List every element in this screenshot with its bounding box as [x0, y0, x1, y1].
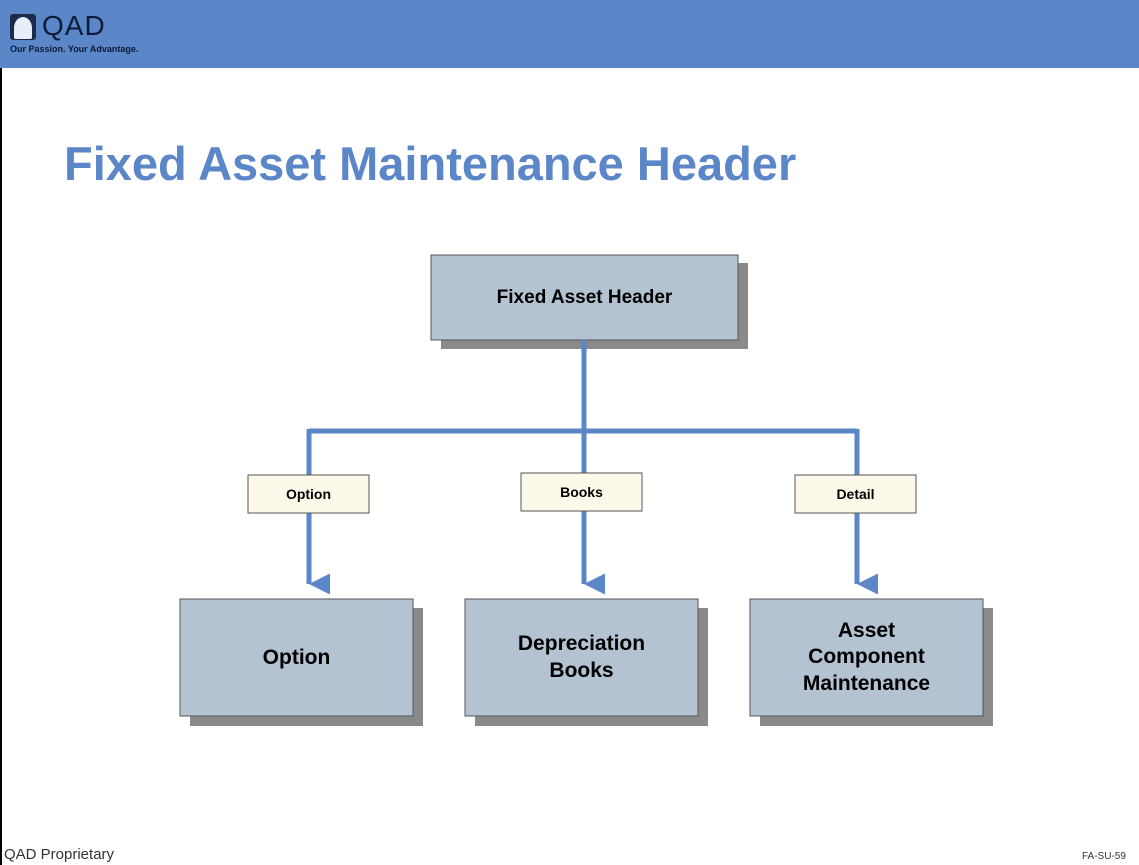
target-label-detail: Asset Component Maintenance — [802, 619, 931, 695]
connector-label-detail: Detail — [836, 486, 875, 502]
target-label-books: Depreciation Books — [517, 632, 646, 682]
target-label-option: Option — [262, 645, 331, 669]
tag-books-box — [520, 472, 643, 512]
connector-label-books: Books — [560, 484, 603, 500]
root-label: Fixed Asset Header — [496, 286, 673, 308]
target-detail-box — [749, 598, 984, 717]
slide-title: Fixed Asset Maintenance Header — [64, 137, 797, 190]
qad-logo: QAD Our Passion. Your Advantage. — [10, 10, 180, 64]
target-books-box — [464, 598, 699, 717]
tag-option-box — [247, 474, 370, 514]
header-bar: QAD Our Passion. Your Advantage. — [0, 0, 1139, 68]
qad-logo-icon — [10, 14, 36, 40]
tag-detail-box — [794, 474, 917, 514]
footer-slide-id: FA-SU-59 — [1082, 851, 1126, 862]
logo-tagline: Our Passion. Your Advantage. — [10, 44, 139, 54]
root-box — [430, 254, 739, 341]
footer-proprietary: QAD Proprietary — [4, 846, 115, 863]
connector-label-option: Option — [285, 486, 332, 502]
target-option-box — [179, 598, 414, 717]
logo-text: QAD — [42, 10, 106, 41]
